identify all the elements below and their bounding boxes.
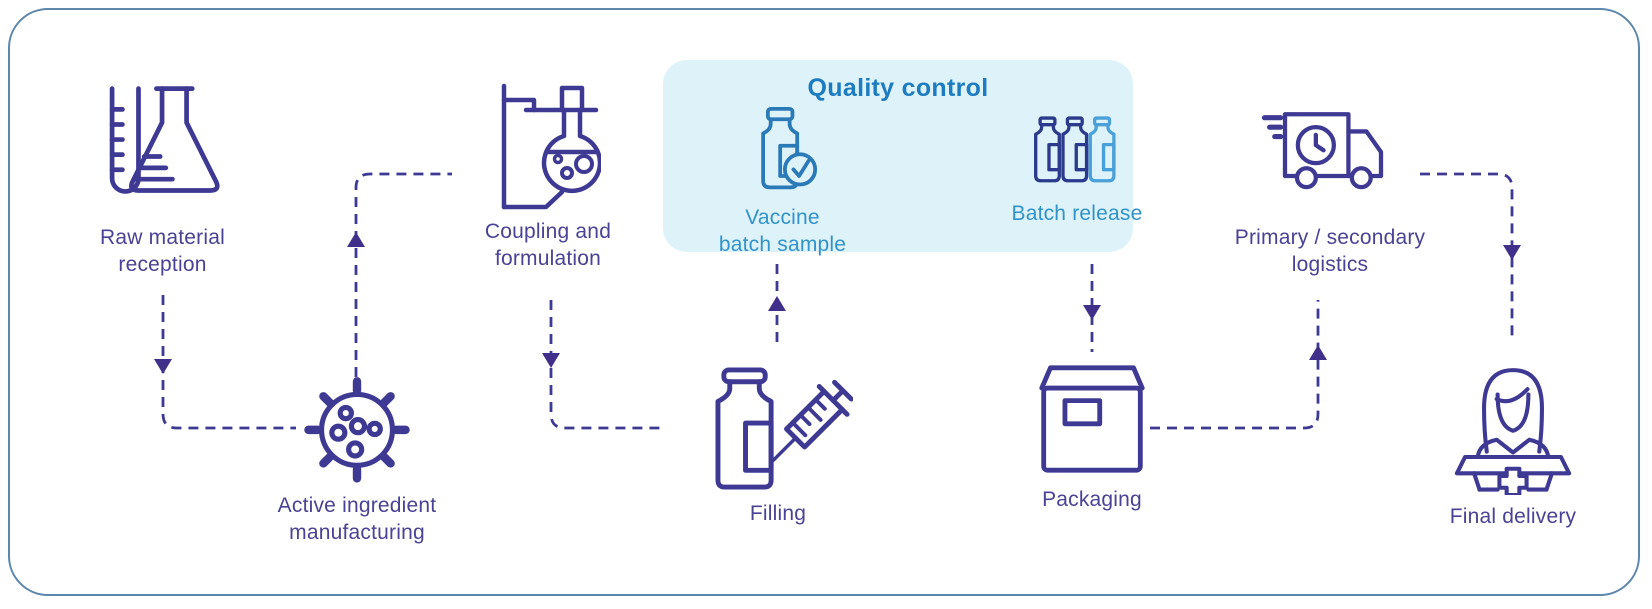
- node-batch-release: Batch release: [992, 116, 1162, 227]
- coupling-label: Coupling and formulation: [484, 220, 612, 270]
- delivery-truck-icon: [1261, 112, 1384, 190]
- quality-control-title: Quality control: [807, 74, 989, 102]
- vial-check-icon: [760, 106, 817, 190]
- vaccine-batch-sample-label: Vaccine batch sample: [718, 206, 847, 256]
- node-packaging: Packaging: [1002, 362, 1182, 513]
- logistics-label: Primary / secondary logistics: [1234, 226, 1426, 276]
- node-filling: Filling: [688, 366, 868, 527]
- batch-release-label: Batch release: [1011, 202, 1143, 225]
- active-ingredient-label: Active ingredient manufacturing: [277, 494, 437, 544]
- pharmacist-counter-icon: [1454, 368, 1572, 495]
- quality-control-panel: Quality control: [663, 60, 1133, 252]
- node-logistics: Primary / secondary logistics: [1212, 104, 1448, 278]
- node-final-delivery: Final delivery: [1423, 352, 1603, 530]
- test-tube-flask-icon: [109, 86, 220, 194]
- package-box-icon: [1039, 365, 1145, 473]
- virus-icon: [304, 377, 410, 483]
- node-active-ingredient: Active ingredient manufacturing: [247, 372, 467, 546]
- final-delivery-label: Final delivery: [1449, 505, 1577, 528]
- packaging-label: Packaging: [1042, 488, 1142, 511]
- node-raw-material: Raw material reception: [70, 80, 255, 278]
- vial-syringe-icon: [715, 367, 853, 490]
- vaccine-bottles-icon: [1034, 116, 1116, 183]
- filling-label: Filling: [749, 502, 807, 525]
- raw-material-label: Raw material reception: [100, 226, 225, 276]
- node-vaccine-batch-sample: Vaccine batch sample: [700, 106, 865, 258]
- node-coupling: Coupling and formulation: [448, 80, 648, 272]
- diagram-border: [8, 8, 1640, 596]
- lab-stand-flask-icon: [501, 83, 601, 210]
